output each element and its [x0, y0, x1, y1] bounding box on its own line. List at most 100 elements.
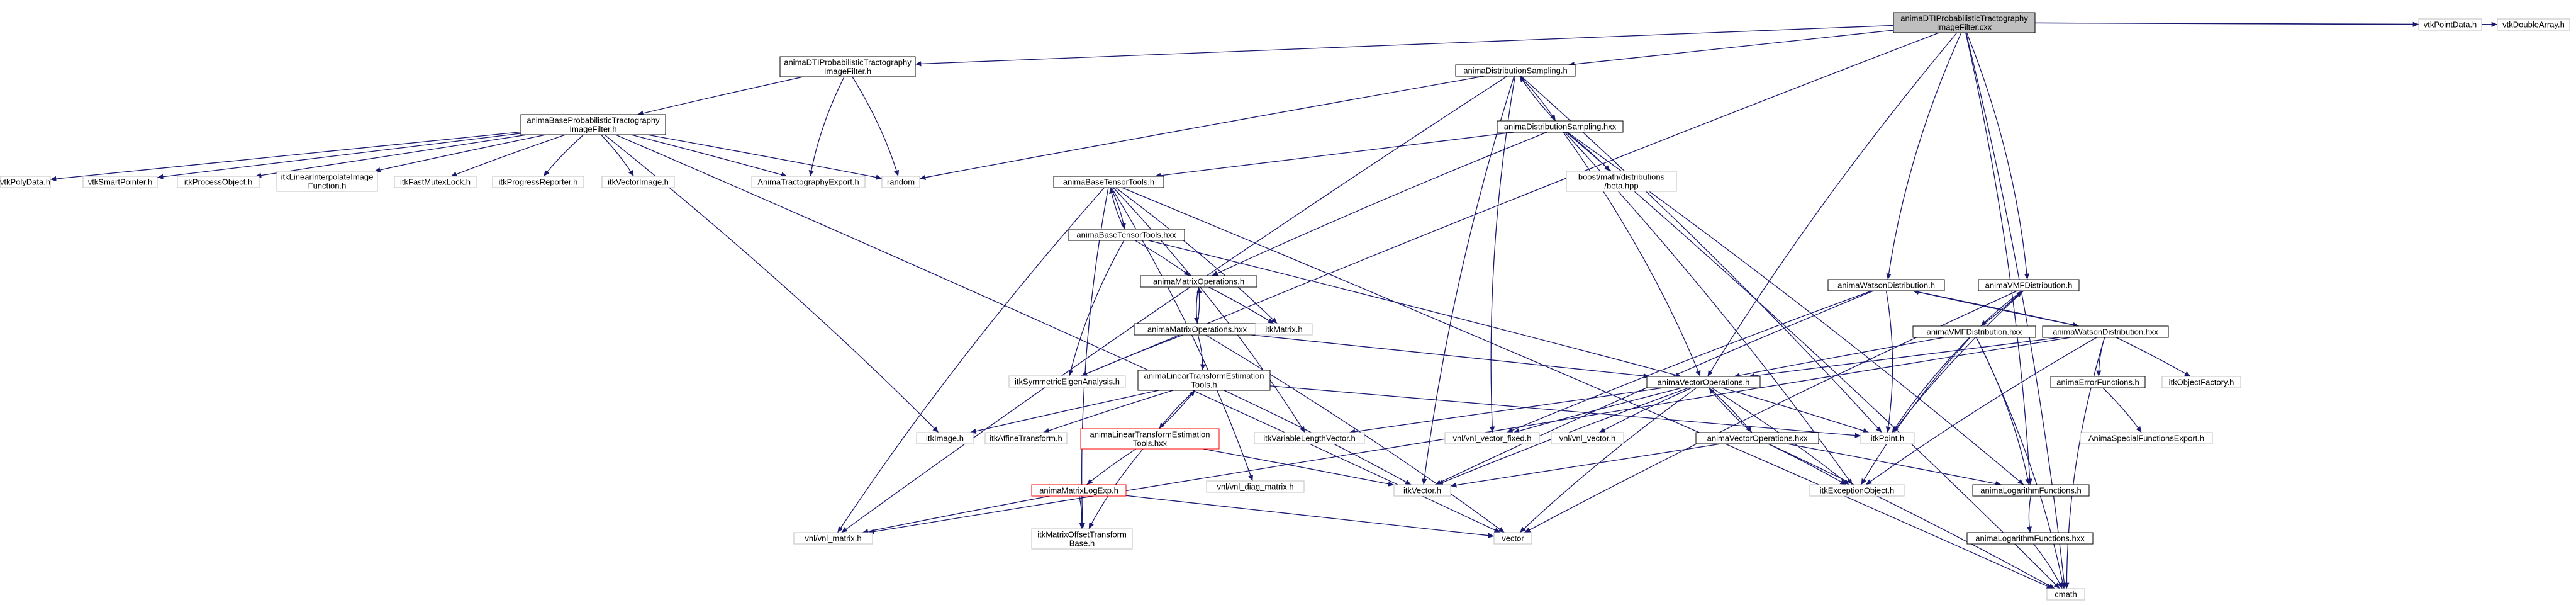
node-logH[interactable]: animaLogarithmFunctions.h	[1972, 484, 2090, 497]
node-dtiH[interactable]: animaDTIProbabilisticTractographyImageFi…	[779, 56, 916, 77]
node-box-itkVector	[1393, 484, 1451, 497]
edge-baseH-to-random	[647, 134, 883, 180]
node-root[interactable]: animaDTIProbabilisticTractographyImageFi…	[1893, 12, 2036, 33]
node-label-vtkSmartPointer-line-0: vtkSmartPointer.h	[88, 178, 153, 187]
node-label-tractExport-line-0: AnimaTractographyExport.h	[757, 178, 859, 187]
node-label-vtkDoubleArray-line-0: vtkDoubleArray.h	[2502, 20, 2565, 30]
node-box-matOpH	[1140, 275, 1257, 288]
node-label-vnlVecFixed-line-0: vnl/vnl_vector_fixed.h	[1452, 434, 1531, 443]
node-box-tractExport	[751, 176, 866, 188]
node-tractExport: AnimaTractographyExport.h	[751, 176, 866, 188]
edge-baseH-to-vtkPolyData	[50, 131, 521, 182]
edge-baseTensorH-to-itkVarLen	[1113, 187, 1306, 433]
node-box-logHxx	[1966, 532, 2094, 545]
node-box-vmfH	[1978, 279, 2080, 291]
edge-watsonHxx-to-errorH	[2096, 337, 2105, 377]
node-box-watsonHxx	[2042, 325, 2169, 338]
node-label-vmfHxx-line-0: animaVMFDistribution.hxx	[1927, 327, 2022, 337]
node-vecOpH[interactable]: animaVectorOperations.h	[1646, 376, 1761, 388]
edge-vmfHxx-to-itkPoint	[1892, 337, 1970, 433]
edge-vecOpHxx-to-cmath	[1768, 443, 2055, 589]
node-label-itkVarLen-line-0: itkVariableLengthVector.h	[1263, 434, 1355, 443]
edge-root-to-watsonH	[1886, 32, 1962, 280]
node-label-itkVectorImage-line-0: itkVectorImage.h	[608, 178, 669, 187]
edge-matLogExp-to-vnlMatrix	[862, 495, 1050, 534]
edge-vecOpHxx-to-itkVector	[1450, 443, 1721, 488]
node-box-distHxx	[1497, 120, 1624, 133]
node-vnlVector: vnl/vnl_vector.h	[1551, 432, 1624, 444]
node-vmfHxx[interactable]: animaVMFDistribution.hxx	[1912, 325, 2036, 338]
edge-baseH-to-itkVectorImage	[601, 134, 634, 177]
node-box-baseTensorHxx	[1068, 229, 1185, 241]
node-box-vnlVecFixed	[1444, 432, 1540, 444]
node-box-itkProgress	[492, 176, 584, 188]
node-box-random	[881, 176, 920, 188]
node-box-itkPoint	[1860, 432, 1915, 444]
node-distH[interactable]: animaDistributionSampling.h	[1455, 64, 1576, 77]
node-vmfH[interactable]: animaVMFDistribution.h	[1978, 279, 2080, 291]
node-baseTensorHxx[interactable]: animaBaseTensorTools.hxx	[1068, 229, 1185, 241]
node-matLogExp[interactable]: animaMatrixLogExp.h	[1031, 484, 1127, 497]
node-label-boostBeta-line-0: boost/math/distributions	[1578, 172, 1665, 182]
edge-root-to-vecOpH	[1707, 32, 1958, 377]
node-label-itkFastMutex-line-0: itkFastMutexLock.h	[400, 178, 471, 187]
edge-vecOpHxx-to-vecOpH	[1709, 387, 1753, 433]
node-box-itkLinInterp	[276, 171, 378, 192]
node-label-vecOpHxx-line-0: animaVectorOperations.hxx	[1707, 434, 1808, 443]
edge-baseTensorHxx-to-vecOpH	[1148, 240, 1681, 378]
node-box-itkVectorImage	[601, 176, 675, 188]
node-label-matLogExp-line-0: animaMatrixLogExp.h	[1039, 486, 1118, 495]
node-watsonHxx[interactable]: animaWatsonDistribution.hxx	[2042, 325, 2169, 338]
node-cmath: cmath	[2046, 588, 2085, 601]
node-label-random-line-0: random	[887, 178, 915, 187]
node-vecOpHxx[interactable]: animaVectorOperations.hxx	[1695, 432, 1819, 444]
node-label-dtiH-line-0: animaDTIProbabilisticTractography	[784, 58, 912, 67]
node-logHxx[interactable]: animaLogarithmFunctions.hxx	[1966, 532, 2094, 545]
node-label-logHxx-line-0: animaLogarithmFunctions.hxx	[1975, 534, 2085, 543]
node-watsonH[interactable]: animaWatsonDistribution.h	[1827, 279, 1945, 291]
edge-distHxx-to-baseTensorH	[1154, 132, 1514, 178]
edge-baseH-to-itkProcessObject	[255, 134, 528, 178]
node-label-root-line-0: animaDTIProbabilisticTractography	[1900, 14, 2028, 23]
node-distHxx[interactable]: animaDistributionSampling.hxx	[1497, 120, 1624, 133]
node-label-matOpHxx-line-0: animaMatrixOperations.hxx	[1147, 325, 1247, 334]
edge-baseTensorH-to-itkMatrix	[1115, 187, 1278, 324]
node-box-boostBeta	[1566, 171, 1677, 192]
node-label-linTransHxx-line-0: animaLinearTransformEstimation	[1090, 430, 1210, 439]
edge-baseH-to-itkProgress	[543, 134, 584, 177]
node-baseH[interactable]: animaBaseProbabilisticTractographyImageF…	[520, 114, 666, 135]
edge-matOpH-to-itkMatrix	[1208, 286, 1274, 324]
node-label-vnlDiag-line-0: vnl/vnl_diag_matrix.h	[1217, 482, 1293, 492]
node-box-itkAffine	[984, 432, 1068, 444]
node-itkMatrix: itkMatrix.h	[1255, 323, 1313, 336]
node-matOpH[interactable]: animaMatrixOperations.h	[1140, 275, 1257, 288]
edge-vecOpH-to-vnlVecFixed	[1513, 387, 1683, 434]
edge-distH-to-distHxx	[1519, 76, 1556, 122]
node-label-vnlMatrix-line-0: vnl/vnl_matrix.h	[805, 534, 861, 543]
node-label-distH-line-0: animaDistributionSampling.h	[1463, 66, 1567, 76]
node-box-specExport	[2080, 432, 2213, 444]
node-box-itkImage	[916, 432, 974, 444]
node-itkSymEig: itkSymmetricEigenAnalysis.h	[1008, 375, 1126, 388]
edge-matOpHxx-to-linTransH	[1197, 334, 1206, 371]
node-label-vmfH-line-0: animaVMFDistribution.h	[1985, 281, 2073, 290]
node-itkFastMutex: itkFastMutexLock.h	[394, 176, 477, 188]
edge-matOpHxx-to-itkSymEig	[1081, 334, 1183, 376]
edge-linTransHxx-to-itkVector	[1203, 448, 1395, 487]
node-label-root-line-1: ImageFilter.cxx	[1937, 23, 1992, 32]
node-itkProgress: itkProgressReporter.h	[492, 176, 584, 188]
node-box-itkVarLen	[1254, 432, 1365, 444]
node-errorH[interactable]: animaErrorFunctions.h	[2050, 376, 2146, 388]
node-label-distHxx-line-0: animaDistributionSampling.hxx	[1504, 122, 1617, 132]
node-box-root	[1893, 12, 2036, 33]
node-matOpHxx[interactable]: animaMatrixOperations.hxx	[1134, 323, 1261, 336]
node-baseTensorH[interactable]: animaBaseTensorTools.h	[1053, 176, 1164, 188]
node-label-itkSymEig-line-0: itkSymmetricEigenAnalysis.h	[1015, 377, 1120, 387]
node-label-itkProcessObject-line-0: itkProcessObject.h	[184, 178, 252, 187]
edge-vmfHxx-to-logH	[1976, 337, 2031, 485]
edge-vecOpHxx-to-itkException	[1768, 443, 1847, 485]
